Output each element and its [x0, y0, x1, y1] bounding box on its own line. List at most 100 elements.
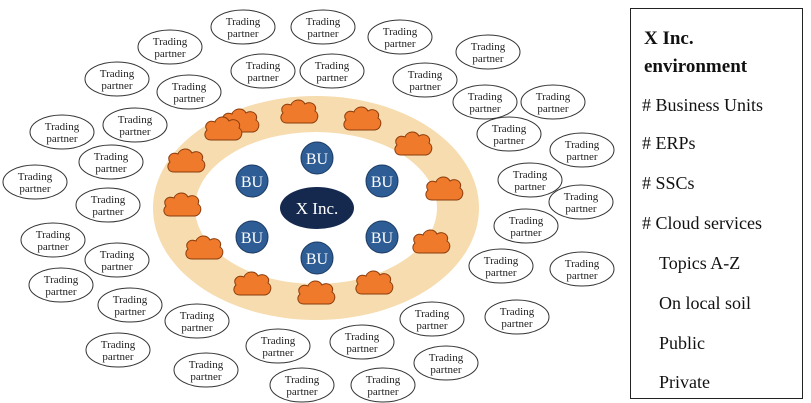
legend-item-cloud-services: # Cloud services: [642, 213, 762, 233]
trading-partner-label-line2: partner: [565, 203, 596, 215]
trading-partner-label-line1: Trading: [94, 151, 129, 163]
business-unit-label: BU: [241, 174, 264, 191]
trading-partner-label-line1: Trading: [565, 139, 600, 151]
trading-partner-ellipse: [269, 367, 335, 403]
trading-partner-label-line1: Trading: [91, 194, 126, 206]
trading-partner-label-line1: Trading: [189, 359, 224, 371]
trading-partner-ellipse: [245, 328, 311, 364]
trading-partner-label-line1: Trading: [345, 331, 380, 343]
cloud-service-icon: [167, 148, 206, 173]
business-unit-node: BU: [365, 164, 399, 198]
trading-partner-label-line2: partner: [346, 343, 377, 355]
trading-partner-label-line1: Trading: [492, 123, 527, 135]
trading-partner-ellipse: [97, 287, 163, 323]
trading-partner-label-line2: partner: [416, 320, 447, 332]
trading-partner-ellipse: [520, 84, 586, 120]
business-unit-label: BU: [306, 251, 329, 268]
trading-partner-label-line1: Trading: [100, 68, 135, 80]
trading-partner-label-line1: Trading: [306, 16, 341, 28]
trading-partner-label-line1: Trading: [18, 171, 53, 183]
trading-partner-label-line2: partner: [409, 81, 440, 93]
trading-partner-label-line1: Trading: [180, 310, 215, 322]
trading-partner-label-line1: Trading: [366, 374, 401, 386]
trading-partner-ellipse: [102, 107, 168, 143]
trading-partner-label-line1: Trading: [100, 249, 135, 261]
trading-partner-ellipse: [452, 84, 518, 120]
trading-partner-ellipse: [497, 162, 563, 198]
trading-partner-ellipse: [173, 352, 239, 388]
trading-partner-label-line1: Trading: [383, 26, 418, 38]
trading-partner-label-line2: partner: [384, 38, 415, 50]
legend-item-local-soil: On local soil: [659, 293, 751, 313]
cloud-service-icon: [204, 116, 243, 141]
trading-partner-label-line1: Trading: [415, 308, 450, 320]
trading-partner-label-line2: partner: [173, 93, 204, 105]
trading-partner-label-line1: Trading: [429, 352, 464, 364]
x-inc-center-node: [280, 187, 354, 229]
business-unit-node: BU: [235, 164, 269, 198]
trading-partner-ellipse: [468, 248, 534, 284]
trading-partner-label-line2: partner: [566, 270, 597, 282]
trading-partner-label-line1: Trading: [500, 306, 535, 318]
trading-partner-label-line1: Trading: [101, 339, 136, 351]
business-unit-circle: [300, 241, 334, 275]
trading-partner-label-line1: Trading: [536, 91, 571, 103]
trading-partner-label-line1: Trading: [45, 121, 80, 133]
trading-partner-label-line1: Trading: [484, 255, 519, 267]
trading-partner-label-line1: Trading: [246, 60, 281, 72]
trading-partner-label-line2: partner: [190, 371, 221, 383]
trading-partner-ellipse: [548, 184, 614, 220]
trading-partner-label-line1: Trading: [285, 374, 320, 386]
trading-partner-label-line2: partner: [119, 126, 150, 138]
trading-partner-label-line1: Trading: [261, 335, 296, 347]
trading-partner-label-line2: partner: [537, 103, 568, 115]
trading-partner-ellipse: [78, 144, 144, 180]
trading-partner-label-line1: Trading: [113, 294, 148, 306]
trading-partner-ellipse: [290, 9, 356, 45]
trading-partner-label-line1: Trading: [509, 215, 544, 227]
trading-partner-ellipse: [210, 9, 276, 45]
trading-partner-label-line1: Trading: [513, 169, 548, 181]
trading-partner-label-line2: partner: [46, 133, 77, 145]
business-unit-node: BU: [365, 220, 399, 254]
trading-partner-ellipse: [164, 303, 230, 339]
trading-partner-label-line2: partner: [430, 364, 461, 376]
trading-partner-label-line1: Trading: [408, 69, 443, 81]
trading-partner-label-line2: partner: [566, 151, 597, 163]
trading-partner-ellipse: [28, 267, 94, 303]
trading-partner-label-line2: partner: [102, 351, 133, 363]
center-group: X Inc.: [280, 187, 354, 229]
trading-partner-label-line2: partner: [101, 261, 132, 273]
trading-partner-label-line2: partner: [95, 163, 126, 175]
business-unit-node: BU: [300, 241, 334, 275]
business-unit-circle: [365, 220, 399, 254]
trading-partner-label-line1: Trading: [172, 81, 207, 93]
trading-partner-label-line2: partner: [45, 286, 76, 298]
trading-partner-label-line1: Trading: [36, 229, 71, 241]
trading-partner-ellipse: [549, 132, 615, 168]
business-unit-circle: [235, 164, 269, 198]
trading-partner-label-line2: partner: [37, 241, 68, 253]
legend-item-business-units: # Business Units: [642, 95, 764, 115]
